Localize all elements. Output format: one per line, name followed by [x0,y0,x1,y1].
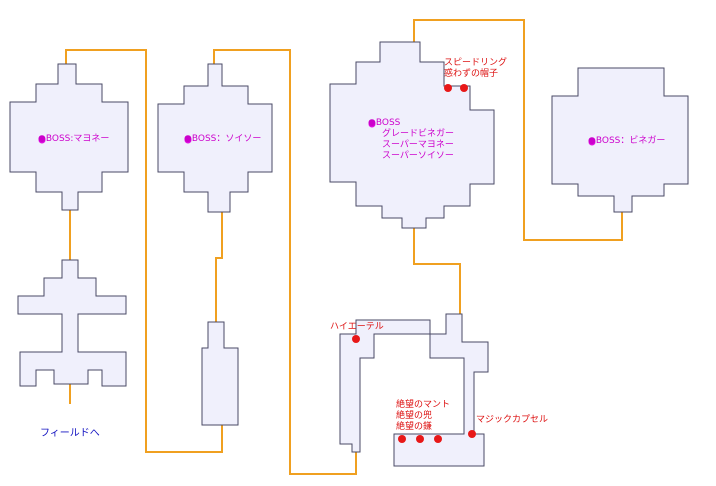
rooms [9,41,689,467]
corridor-boss3-to-treasure [413,228,461,314]
treasure-marker [352,335,360,343]
boss-label-mayonee: ●BOSS:マヨネー [38,134,110,144]
corridor-boss1-to-boss2 [65,49,223,453]
room-corridor-tall [201,321,239,426]
treasure-item: 惑わずの帽子 [444,69,499,79]
treasure-marker [444,84,452,92]
room-treasure [339,313,489,467]
boss-marker [368,120,376,128]
treasure-label-despair: 絶望のマント 絶望の兜 絶望の鎌 [396,400,450,433]
corridor-boss2-to-room [215,212,223,322]
treasure-label-top: スピードリング 惑わずの帽子 [444,58,507,80]
treasure-marker [468,430,476,438]
room-boss-mayonee [9,63,129,211]
treasure-marker [416,435,424,443]
boss-marker [38,136,46,144]
treasure-label-magic-capsule: マジックカプセル [476,415,549,425]
treasure-item: 絶望のマント [396,400,451,410]
treasure-item: 絶望の兜 [396,411,433,421]
boss-label-final-line: グレードビネガー [382,129,455,139]
treasure-marker [434,435,442,443]
treasure-marker [460,84,468,92]
boss-label-final-line: スーパーソイソー [382,151,454,161]
boss-label-final: ●BOSS グレードビネガー スーパーマヨネー スーパーソイソー [368,118,454,162]
corridors [65,19,623,475]
room-boss-soysoe [157,63,273,213]
boss-marker [588,138,596,146]
treasure-label-hi-ether: ハイエーテル [330,322,384,332]
boss-label-final-title: ●BOSS [368,118,401,128]
boss-label-vinegar: ●BOSS：ビネガー [588,136,666,146]
corridor-boss3-to-boss4 [413,19,623,241]
room-cross [17,259,127,387]
boss-label-soysoe: ●BOSS：ソイソー [184,134,262,144]
room-boss-vinegar [551,67,689,213]
boss-marker [184,136,192,144]
treasure-marker [398,435,406,443]
markers [38,84,596,443]
corridor-boss2-to-boss3 [213,49,357,475]
boss-label-final-line: スーパーマヨネー [382,140,454,150]
treasure-item: 絶望の鎌 [396,422,433,432]
exit-to-field-label[interactable]: フィールドへ [40,428,100,439]
treasure-item: スピードリング [444,58,508,68]
